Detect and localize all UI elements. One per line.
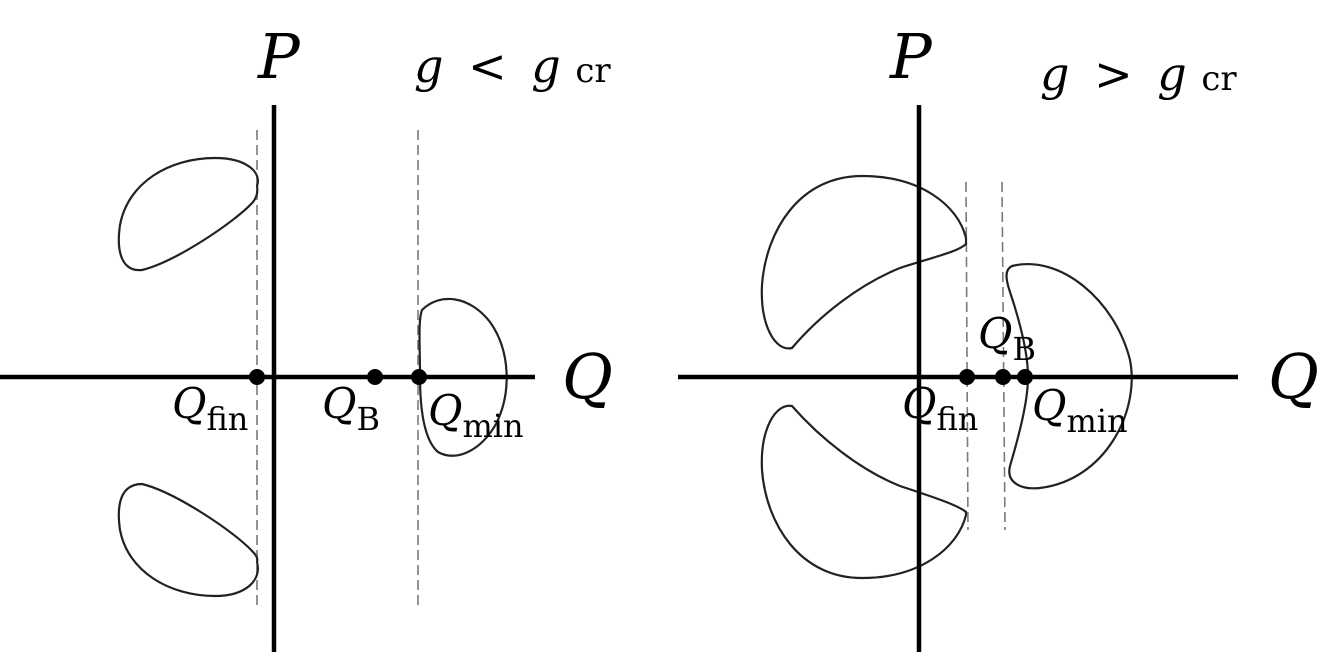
condition-left: g bbox=[1040, 47, 1069, 101]
q-b-label: QB bbox=[978, 309, 1036, 368]
condition-right-subscript: cr bbox=[1201, 59, 1237, 99]
condition-label: g > g cr bbox=[1040, 47, 1237, 101]
orbit-lower bbox=[117, 482, 259, 598]
p-axis-label: P bbox=[889, 20, 933, 93]
condition-operator: < bbox=[468, 39, 507, 93]
point-q-fin bbox=[249, 369, 265, 385]
point-q-b bbox=[995, 369, 1011, 385]
condition-right: g bbox=[531, 39, 560, 93]
point-q-b bbox=[367, 369, 383, 385]
condition-right-subscript: cr bbox=[575, 51, 611, 91]
q-min-label: Qmin bbox=[1032, 381, 1128, 440]
condition-operator: > bbox=[1094, 47, 1133, 101]
q-min-label: Qmin bbox=[428, 386, 524, 445]
q-b-label: QB bbox=[322, 379, 380, 438]
q-fin-label: Qfin bbox=[902, 379, 978, 438]
condition-left: g bbox=[414, 39, 443, 93]
point-q-min bbox=[411, 369, 427, 385]
guide-line-q-b bbox=[1001, 181, 1006, 531]
orbit-lower bbox=[760, 404, 968, 580]
q-axis-label: Q bbox=[562, 340, 613, 413]
point-q-min bbox=[1017, 369, 1033, 385]
condition-right: g bbox=[1157, 47, 1186, 101]
left-panel: P Q g < g cr Qfin QB Qmin bbox=[0, 20, 613, 652]
q-fin-label: Qfin bbox=[172, 379, 248, 438]
p-axis-label: P bbox=[257, 20, 301, 93]
orbit-right bbox=[1005, 263, 1133, 490]
point-q-fin bbox=[959, 369, 975, 385]
guide-line-q-fin bbox=[965, 181, 969, 531]
orbit-upper bbox=[760, 174, 968, 350]
orbit-upper bbox=[117, 156, 259, 272]
condition-label: g < g cr bbox=[414, 39, 611, 93]
q-axis-label: Q bbox=[1268, 340, 1319, 413]
right-panel: P Q g > g cr Qfin QB Qmin bbox=[678, 20, 1319, 652]
